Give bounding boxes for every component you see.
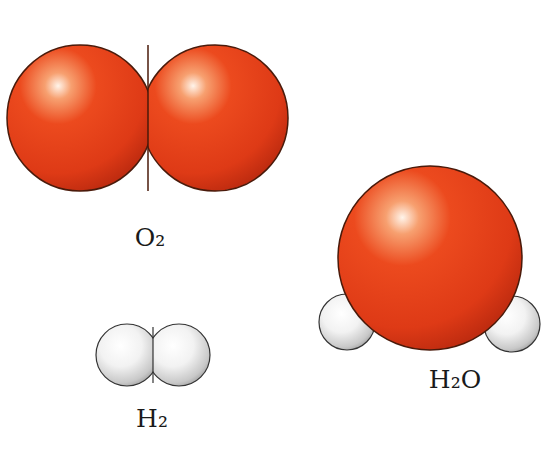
molecule-formula: H₂O [429,366,481,394]
hydrogen-atom [153,324,210,386]
oxygen-molecule [7,45,288,191]
atom-boundary [147,45,149,191]
atom-boundary [152,327,153,383]
hydrogen-atom [96,324,153,386]
hydrogen-molecule [96,324,210,386]
water-molecule [319,166,540,352]
oxygen-atom [148,45,288,191]
oxygen-atom [338,166,522,350]
molecule-formula: H₂ [136,405,168,433]
molecule-formula: O₂ [135,224,166,252]
oxygen-atom [7,45,148,191]
